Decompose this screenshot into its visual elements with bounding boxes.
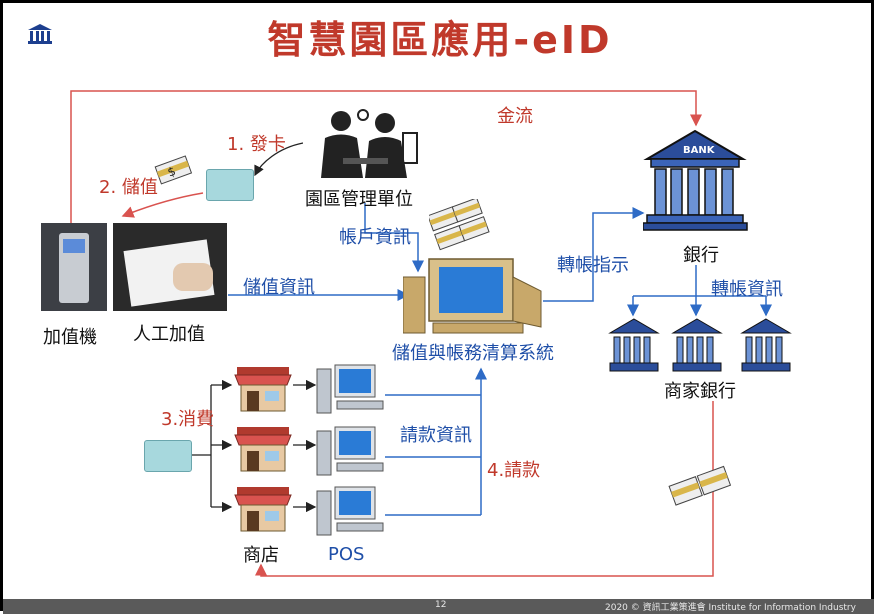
footer-bar: 12 2020 © 資訊工業策進會 Institute for Informat… xyxy=(3,599,874,614)
manual-topup-photo xyxy=(113,223,227,311)
svg-text:BANK: BANK xyxy=(683,145,716,156)
svg-text:$: $ xyxy=(166,164,178,180)
institution-logo-icon xyxy=(27,23,53,49)
shop-icon xyxy=(233,423,293,479)
merchant-bank-label: 商家銀行 xyxy=(664,381,736,402)
eid-card-icon xyxy=(144,440,192,472)
pos-terminal-icon xyxy=(315,425,385,487)
consume-label: 3.消費 xyxy=(161,409,215,430)
top-up-arrow xyxy=(121,192,204,218)
transfer-info-label: 轉帳資訊 xyxy=(711,279,783,300)
park-admin-label: 園區管理單位 xyxy=(305,189,413,210)
top-up-label: 2. 儲值 xyxy=(99,177,158,198)
cash-bundle-icon xyxy=(427,197,493,255)
shop-icon xyxy=(233,363,293,419)
cash-pair-icon xyxy=(667,465,737,511)
pos-label: POS xyxy=(328,544,365,565)
clearing-system-label: 儲值與帳務清算系統 xyxy=(392,343,554,364)
eid-card-icon xyxy=(206,169,254,201)
shop-label: 商店 xyxy=(243,545,279,566)
transfer-instruction-label: 轉帳指示 xyxy=(557,255,629,276)
merchant-bank-icon xyxy=(740,317,792,379)
merchant-bank-icon xyxy=(608,317,660,379)
issue-card-arrow xyxy=(254,142,304,177)
pos-terminal-icon xyxy=(315,485,385,547)
transfer-instruction-arrow xyxy=(543,207,645,302)
page-number: 12 xyxy=(435,600,447,610)
issue-card-label: 1. 發卡 xyxy=(227,134,286,155)
kiosk-label: 加值機 xyxy=(43,327,97,348)
slide-title: 智慧園區應用-eID xyxy=(267,18,613,62)
clearing-system-computer-icon xyxy=(402,257,543,341)
pos-terminal-icon xyxy=(315,363,385,425)
cash-icon: $ xyxy=(153,153,193,189)
stored-value-info-label: 儲值資訊 xyxy=(243,277,315,298)
account-info-arrow xyxy=(364,203,424,273)
bank-icon: BANK xyxy=(642,127,748,236)
merchant-bank-icon xyxy=(671,317,723,379)
park-admin-illustration-icon xyxy=(303,103,423,187)
copyright-text: 2020 © 資訊工業策進會 Institute for Information… xyxy=(605,603,856,613)
shop-icon xyxy=(233,483,293,539)
claim-label: 4.請款 xyxy=(487,460,541,481)
kiosk-photo xyxy=(41,223,107,311)
manual-topup-label: 人工加值 xyxy=(133,324,205,345)
claim-info-label: 請款資訊 xyxy=(400,425,472,446)
cash-flow-line xyxy=(70,90,702,223)
bank-label: 銀行 xyxy=(683,245,719,266)
cash-flow-label: 金流 xyxy=(497,106,533,127)
account-info-label: 帳戶資訊 xyxy=(339,227,411,248)
